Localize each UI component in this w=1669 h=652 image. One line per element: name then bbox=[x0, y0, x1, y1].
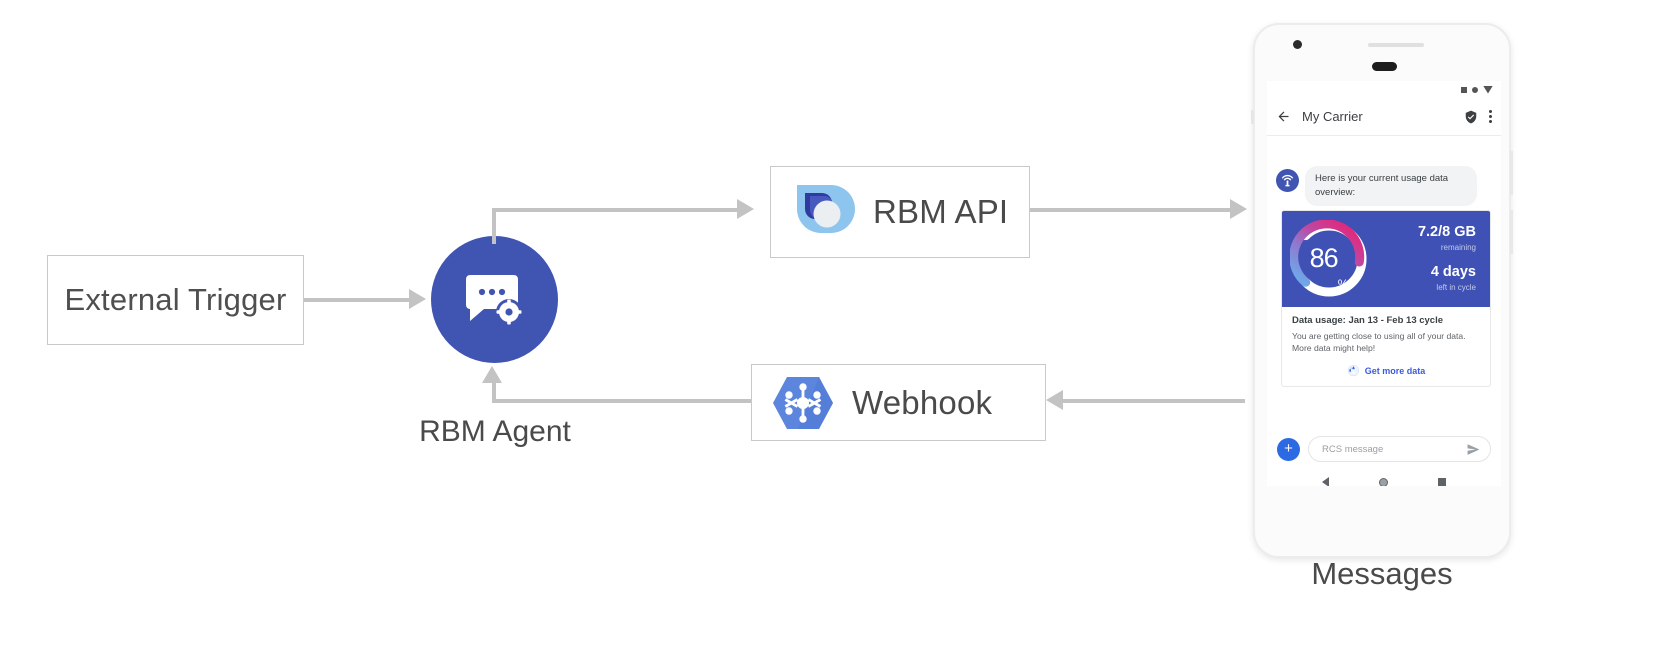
phone-screen: My Carrier bbox=[1267, 81, 1501, 486]
nav-back-icon[interactable] bbox=[1322, 477, 1329, 486]
gauge-arc bbox=[1289, 218, 1367, 296]
android-nav-bar bbox=[1267, 470, 1501, 486]
volume-up-button[interactable] bbox=[1510, 151, 1513, 195]
verified-shield-icon[interactable] bbox=[1464, 110, 1478, 124]
rich-card-description-line1: You are getting close to using all of yo… bbox=[1292, 330, 1466, 341]
send-icon[interactable] bbox=[1466, 442, 1481, 457]
front-camera-icon bbox=[1293, 40, 1302, 49]
app-bar-title: My Carrier bbox=[1302, 109, 1363, 124]
node-external-trigger[interactable]: External Trigger bbox=[47, 255, 304, 345]
arrowhead-agent-to-rbmapi bbox=[737, 199, 754, 219]
usage-gauge: 86 % bbox=[1289, 218, 1368, 298]
connector-agent-bottom-stem bbox=[492, 382, 496, 400]
stat-days-left: 4 days left in cycle bbox=[1368, 264, 1476, 292]
gauge-percentage: 86 % bbox=[1290, 220, 1368, 298]
nav-recents-icon[interactable] bbox=[1438, 478, 1446, 486]
rich-card-description-line2: More data might help! bbox=[1292, 343, 1376, 354]
square-indicator-icon bbox=[1461, 86, 1467, 93]
agent-message-bubble: Here is your current usage data overview… bbox=[1305, 166, 1477, 206]
get-more-data-button[interactable]: Get more data bbox=[1292, 364, 1480, 380]
globe-icon bbox=[1347, 365, 1359, 377]
volume-down-button[interactable] bbox=[1510, 210, 1513, 254]
gauge-percent-symbol: % bbox=[1337, 276, 1349, 291]
back-arrow-icon[interactable] bbox=[1276, 109, 1291, 124]
message-row: Here is your current usage data overview… bbox=[1267, 144, 1501, 206]
rbm-api-label: RBM API bbox=[873, 193, 1009, 230]
webhook-hexagon-icon bbox=[773, 376, 833, 429]
plus-icon[interactable]: + bbox=[1277, 437, 1300, 461]
rich-card-description: You are getting close to using all of yo… bbox=[1292, 330, 1480, 356]
stat-data-value: 7.2/8 GB bbox=[1417, 224, 1476, 241]
triangle-indicator-icon bbox=[1483, 85, 1493, 94]
nav-home-icon[interactable] bbox=[1379, 477, 1388, 486]
node-webhook[interactable]: Webhook bbox=[751, 364, 1046, 441]
connector-webhook-to-agent bbox=[492, 399, 751, 403]
arrowhead-rbmapi-to-phone bbox=[1230, 199, 1247, 219]
carrier-signal-avatar-icon bbox=[1276, 169, 1299, 192]
kebab-menu-icon[interactable] bbox=[1489, 110, 1492, 123]
rbm-api-logo-icon bbox=[797, 185, 855, 233]
stat-days-sub: left in cycle bbox=[1436, 282, 1476, 292]
rbm-agent-caption: RBM Agent bbox=[419, 415, 571, 448]
rich-card[interactable]: 86 % 7.2/8 GB remaining 4 days lef bbox=[1281, 209, 1491, 388]
status-bar bbox=[1267, 81, 1501, 98]
webhook-label: Webhook bbox=[852, 383, 993, 421]
message-composer: + RCS message bbox=[1267, 428, 1501, 470]
app-bar: My Carrier bbox=[1267, 98, 1501, 136]
rich-card-header: 86 % 7.2/8 GB remaining 4 days lef bbox=[1282, 210, 1490, 307]
rich-card-body: Data usage: Jan 13 - Feb 13 cycle You ar… bbox=[1282, 307, 1490, 387]
gauge-percent-value: 86 bbox=[1309, 243, 1339, 274]
rcs-message-placeholder: RCS message bbox=[1322, 443, 1384, 455]
stat-data-remaining: 7.2/8 GB remaining bbox=[1368, 224, 1476, 253]
conversation-area: Here is your current usage data overview… bbox=[1267, 136, 1501, 428]
connector-phone-to-webhook bbox=[1063, 399, 1245, 403]
power-button[interactable] bbox=[1251, 110, 1254, 124]
dot-indicator-icon bbox=[1472, 86, 1478, 93]
arrowhead-trigger-to-agent bbox=[409, 289, 426, 309]
usage-stats: 7.2/8 GB remaining 4 days left in cycle bbox=[1368, 224, 1480, 292]
rcs-message-input[interactable]: RCS message bbox=[1308, 436, 1491, 462]
chat-gear-icon bbox=[465, 274, 522, 325]
node-rbm-api[interactable]: RBM API bbox=[770, 166, 1030, 258]
rich-card-title: Data usage: Jan 13 - Feb 13 cycle bbox=[1292, 314, 1444, 326]
messages-caption: Messages bbox=[1311, 556, 1453, 591]
earpiece-grill bbox=[1368, 43, 1424, 47]
earpiece-speaker bbox=[1372, 62, 1397, 71]
stat-data-sub: remaining bbox=[1440, 243, 1476, 253]
get-more-data-label: Get more data bbox=[1364, 365, 1426, 376]
connector-rbmapi-to-phone bbox=[1030, 208, 1230, 212]
external-trigger-label: External Trigger bbox=[64, 282, 287, 317]
connector-trigger-to-agent bbox=[304, 298, 409, 302]
connector-agent-up bbox=[492, 208, 496, 244]
node-rbm-agent[interactable] bbox=[431, 236, 558, 363]
arrowhead-phone-to-webhook bbox=[1046, 390, 1063, 410]
stat-days-value: 4 days bbox=[1430, 264, 1476, 281]
phone-device: My Carrier bbox=[1251, 23, 1513, 558]
arrowhead-webhook-to-agent bbox=[482, 366, 502, 383]
connector-agent-to-rbmapi bbox=[492, 208, 737, 212]
